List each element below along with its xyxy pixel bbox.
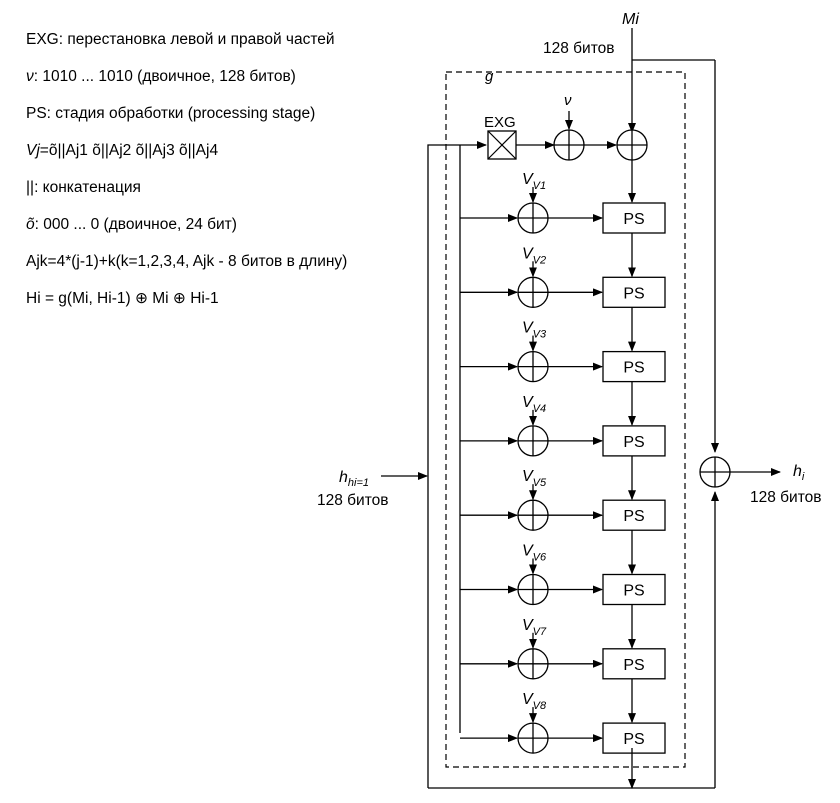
h-feed-line [427,141,487,788]
v-label-7: VV7 [522,617,547,638]
legend-v-rhs: =õ||Aj1 õ||Aj2 õ||Aj3 õ||Aj4 [39,142,219,159]
legend-concat-symbol: || [26,179,35,196]
v-label-6: VV6 [522,543,547,564]
legend-otilde: õ: 000 ... 0 (двоичное, 24 бит) [26,215,237,235]
xor-6 [517,573,549,606]
v-label-5: VV5 [522,468,547,489]
xor-8 [517,722,549,754]
legend-otilde-desc: : 000 ... 0 (двоичное, 24 бит) [34,216,237,233]
legend-v-formula: Vj=õ||Aj1 õ||Aj2 õ||Aj3 õ||Aj4 [26,141,218,161]
ps-box-1 [602,202,666,234]
m-xor [616,129,648,161]
v-label-1: VV1 [522,171,546,192]
v-label-8: VV8 [522,691,547,712]
exg-cross-2 [487,130,517,160]
v-label-sub-7: V7 [533,626,547,638]
ps-box-8 [602,722,666,754]
ps-box-7 [602,648,666,680]
ps-box-6 [602,573,666,606]
legend-v-lhs: Vj [26,142,40,159]
nu-xor [553,129,585,161]
legend-concat-desc: : конкатенация [34,179,141,196]
v-label-sub-6: V6 [533,552,547,564]
g-label: g [485,68,494,85]
ps-label-6: PS [623,583,644,600]
xor-7 [517,648,549,680]
nu-label: ν [564,92,572,109]
h-input-sub: hi=1 [348,477,369,489]
ps-box-4 [602,425,666,457]
m-bits-label: 128 битов [543,40,614,57]
h-input-bits: 128 битов [317,492,388,509]
legend-otilde-symbol: õ [26,216,35,233]
legend-nu-symbol: ν [26,68,34,85]
g-function-box [445,71,686,768]
legend-concat: ||: конкатенация [26,178,141,198]
ps-label-7: PS [623,657,644,674]
h-output-label: hi [793,463,805,483]
legend-h-formula: Hi = g(Mi, Hi-1) ⊕ Mi ⊕ Hi-1 [26,290,219,307]
ps-label-3: PS [623,360,644,377]
h-input-label: hhi=1 [339,469,369,489]
v-label-sub-8: V8 [533,700,547,712]
v-label-3: VV3 [522,320,547,341]
v-label-sub-5: V5 [533,477,547,489]
v-label-sub-3: V3 [533,329,547,341]
h-output-sub: i [802,471,805,483]
v-label-sub-1: V1 [533,180,546,192]
legend-nu: ν: 1010 ... 1010 (двоичное, 128 битов) [26,67,296,87]
ps-box-3 [602,350,666,383]
exg-label: EXG [484,114,516,131]
v-label-4: VV4 [522,394,546,415]
ps-box-5 [602,499,666,531]
legend-a-formula: Ajk=4*(j-1)+k(k=1,2,3,4, Ajk - 8 битов в… [26,253,348,270]
ps-label-1: PS [623,211,644,228]
h-output-bits: 128 битов [750,489,821,506]
xor-3 [517,350,549,383]
legend-nu-desc: : 1010 ... 1010 (двоичное, 128 битов) [33,68,296,85]
xor-2 [517,276,549,308]
ps-label-8: PS [623,731,644,748]
legend-ps: PS: стадия обработки (processing stage) [26,105,316,122]
ps-label-5: PS [623,508,644,525]
ps-label-2: PS [623,285,644,302]
v-label-sub-4: V4 [533,403,546,415]
xor-5 [517,499,549,531]
ps-box-2 [602,276,666,308]
v-label-2: VV2 [522,245,546,266]
v-label-sub-2: V2 [533,254,546,266]
output-xor [699,456,731,488]
xor-1 [517,202,549,234]
ps-label-4: PS [623,434,644,451]
xor-4 [517,425,549,457]
legend-exg: EXG: перестановка левой и правой частей [26,31,335,48]
m-input-label: Mi [622,11,639,28]
